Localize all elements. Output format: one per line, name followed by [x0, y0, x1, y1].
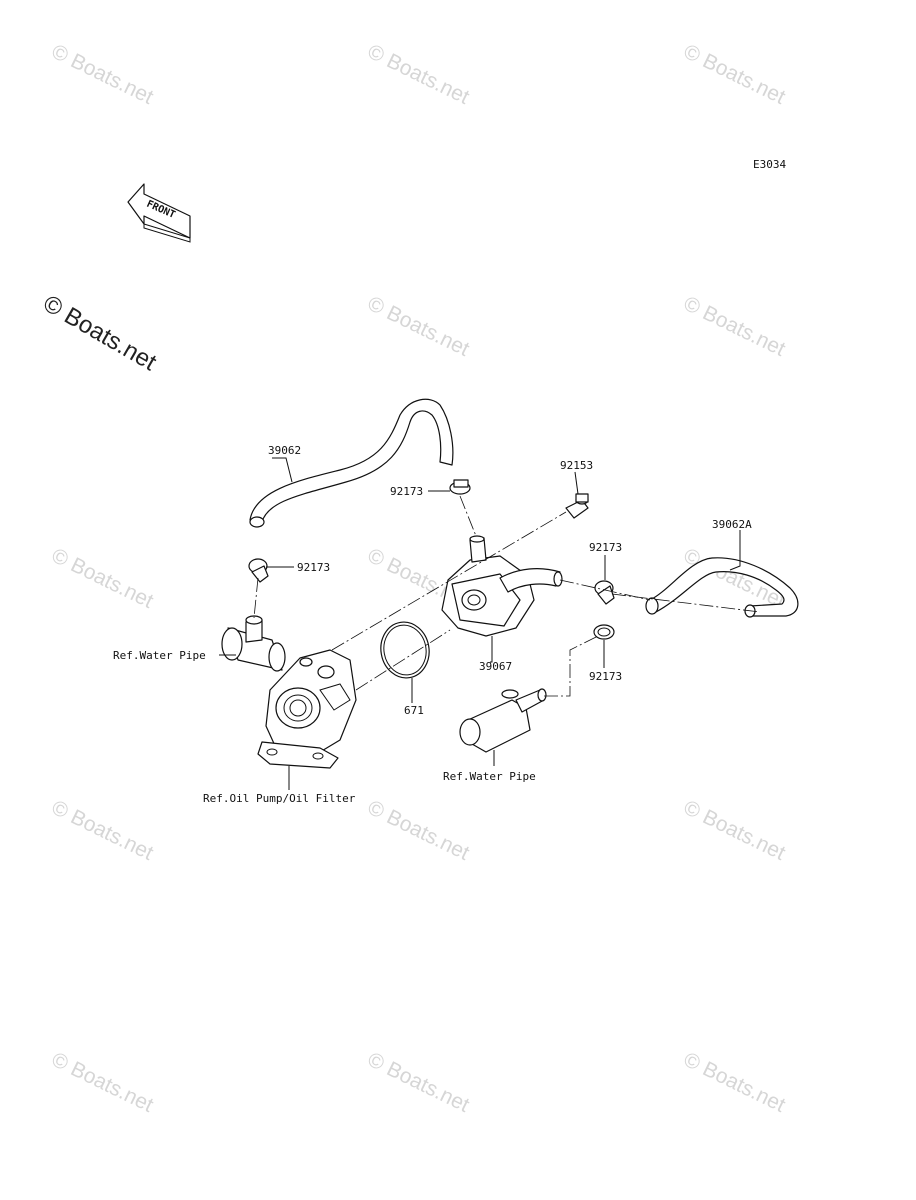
clamp-92173-top [449, 479, 471, 495]
label-ref-oil-pump: Ref.Oil Pump/Oil Filter [203, 792, 356, 805]
hose-39062A [645, 557, 799, 618]
bolt-92153 [565, 493, 589, 519]
diagram-code: E3034 [753, 158, 787, 171]
label-92153: 92153 [560, 459, 593, 472]
label-92173-left: 92173 [297, 561, 330, 574]
label-92173-lower: 92173 [589, 670, 622, 683]
label-ref-water-pipe-right: Ref.Water Pipe [443, 770, 536, 783]
label-671: 671 [404, 704, 424, 717]
clamp-92173-right [594, 580, 615, 605]
front-arrow-icon: FRONT [127, 183, 191, 243]
leader-lines [219, 457, 741, 790]
label-92173-top: 92173 [390, 485, 423, 498]
oil-cooler-39067 [441, 535, 563, 637]
label-92173-right: 92173 [589, 541, 622, 554]
o-ring-671 [380, 621, 430, 679]
label-ref-water-pipe-left: Ref.Water Pipe [113, 649, 206, 662]
oil-pump-housing [257, 649, 357, 769]
water-pipe-fitting-right [459, 688, 547, 753]
label-39062A: 39062A [712, 518, 752, 531]
clamp-92173-left [248, 558, 269, 583]
clamp-92173-lower [593, 624, 615, 640]
hose-39062 [249, 398, 454, 528]
water-pipe-fitting-left [221, 615, 286, 672]
assembly-lines [253, 495, 761, 697]
label-39067: 39067 [479, 660, 512, 673]
label-39062: 39062 [268, 444, 301, 457]
